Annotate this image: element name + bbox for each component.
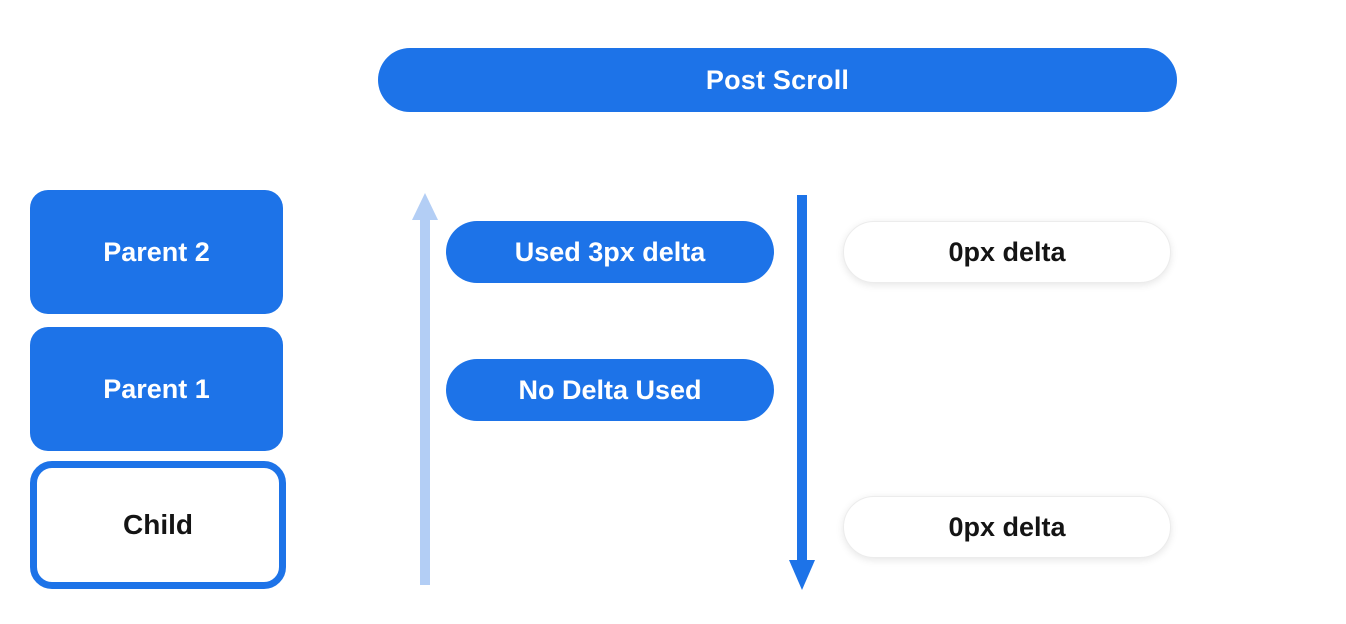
remaining-delta-label-top: 0px delta (948, 236, 1066, 267)
child-label: Child (123, 509, 193, 540)
scroll-up-arrowhead-icon (412, 193, 438, 220)
post-scroll-title: Post Scroll (705, 64, 850, 95)
remaining-delta-label-bottom: 0px delta (948, 511, 1066, 542)
scroll-up-arrow (412, 193, 438, 585)
used-delta-label: Used 3px delta (514, 236, 706, 267)
scroll-up-arrow-shaft (420, 220, 430, 585)
used-delta-pill: Used 3px delta (446, 221, 774, 283)
parent-2-box: Parent 2 (30, 190, 283, 314)
parent-2-label: Parent 2 (103, 236, 210, 267)
parent-1-box: Parent 1 (30, 327, 283, 451)
no-delta-used-label: No Delta Used (518, 374, 702, 405)
post-scroll-header: Post Scroll (378, 48, 1177, 112)
remaining-delta-pill-top: 0px delta (843, 221, 1171, 283)
child-box: Child (30, 461, 286, 589)
scroll-down-arrow-shaft (797, 195, 807, 560)
scroll-down-arrowhead-icon (789, 560, 815, 590)
scroll-down-arrow (789, 195, 815, 590)
no-delta-used-pill: No Delta Used (446, 359, 774, 421)
parent-1-label: Parent 1 (103, 373, 210, 404)
remaining-delta-pill-bottom: 0px delta (843, 496, 1171, 558)
